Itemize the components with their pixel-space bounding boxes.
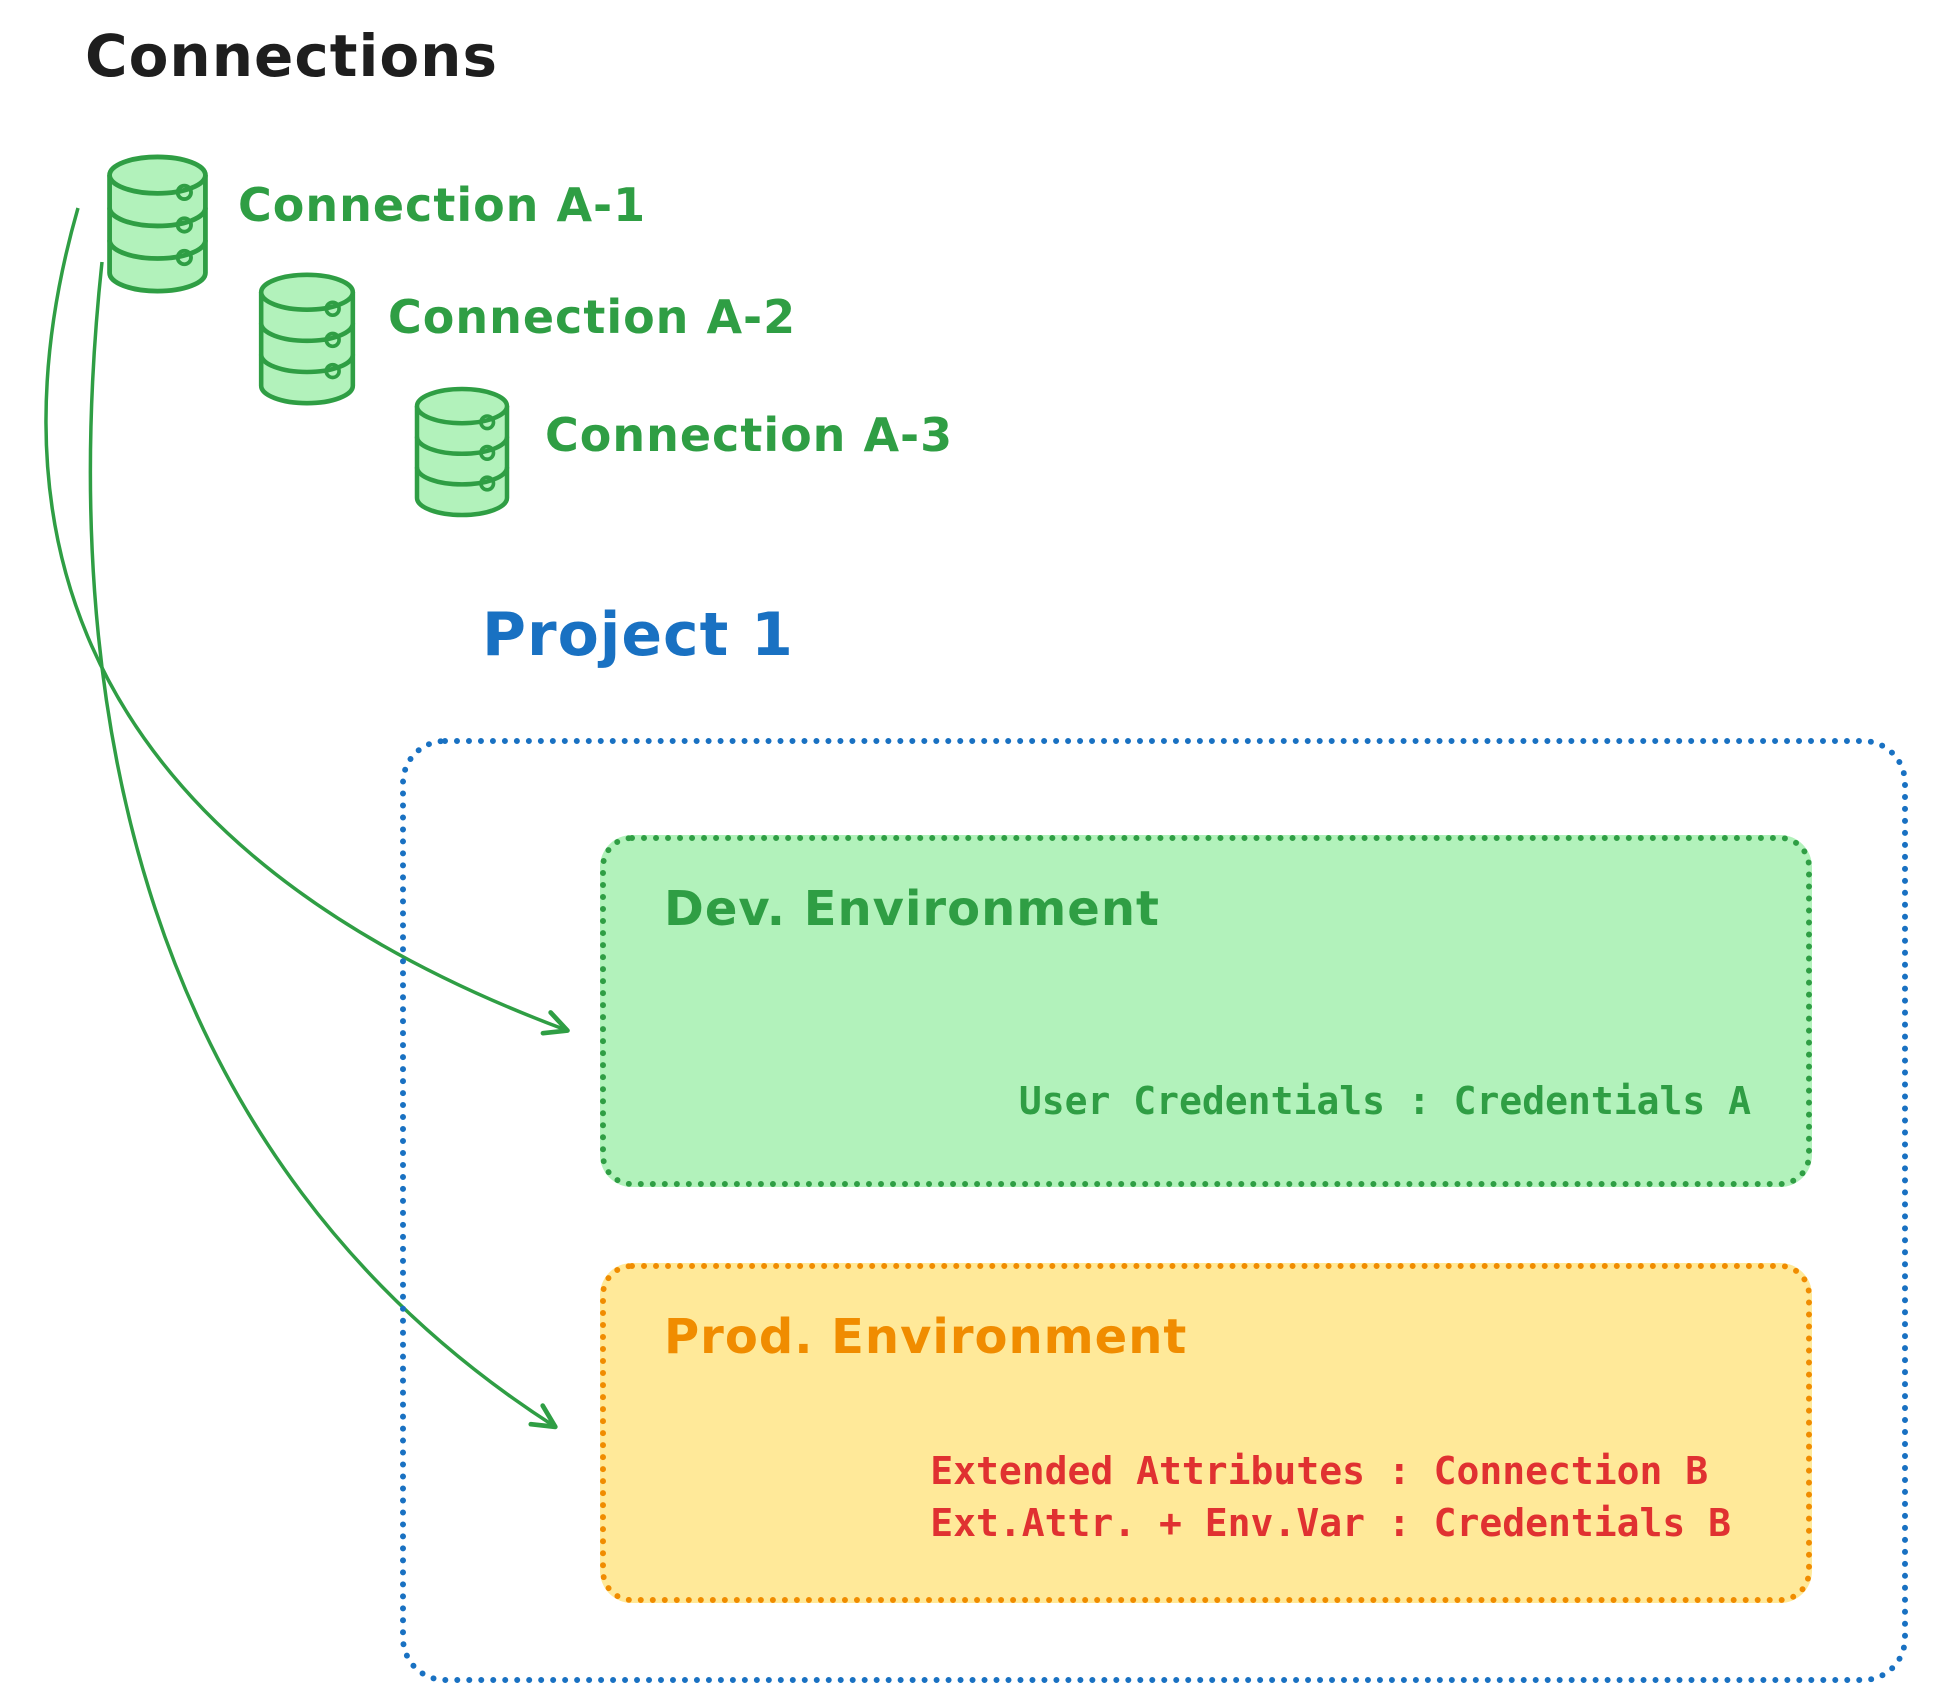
project-container: [400, 738, 1908, 1683]
database-icon: [408, 383, 516, 521]
connection-a2-label: Connection A-2: [388, 290, 797, 344]
connections-title: Connections: [85, 22, 498, 90]
prod-environment-label: Prod. Environment: [664, 1309, 1188, 1365]
prod-environment-box: Prod. Environment Extended Attributes : …: [600, 1263, 1812, 1603]
dev-environment-label: Dev. Environment: [664, 881, 1160, 937]
database-icon: [100, 150, 215, 298]
prod-attributes-text: Extended Attributes : Connection B Ext.A…: [930, 1446, 1731, 1549]
project-title: Project 1: [482, 600, 794, 670]
connection-a1-label: Connection A-1: [238, 178, 647, 232]
prod-attr-line-2: Ext.Attr. + Env.Var : Credentials B: [930, 1500, 1731, 1545]
database-icon: [252, 268, 362, 410]
dev-environment-box: Dev. Environment User Credentials : Cred…: [600, 835, 1812, 1187]
prod-attr-line-1: Extended Attributes : Connection B: [930, 1449, 1709, 1494]
dev-credentials-text: User Credentials : Credentials A: [1018, 1079, 1751, 1123]
connection-a3-label: Connection A-3: [545, 408, 954, 462]
